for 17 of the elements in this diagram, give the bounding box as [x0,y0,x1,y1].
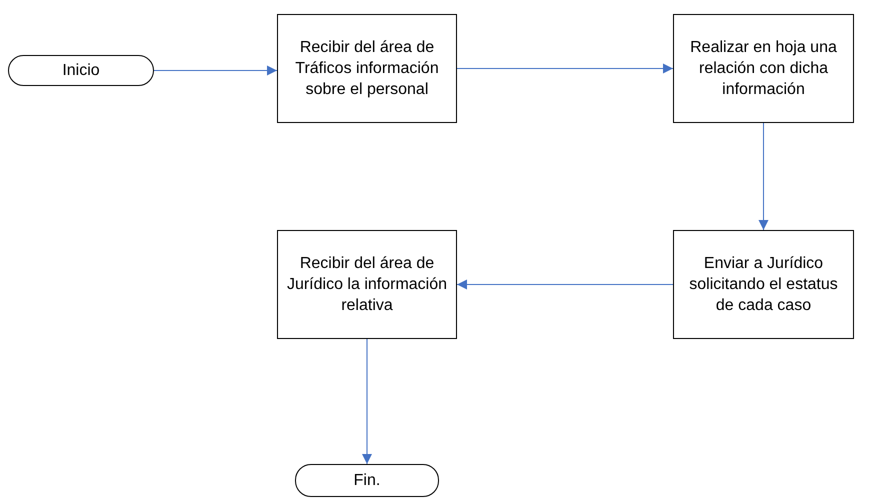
process-box [277,230,457,339]
arrow [758,122,768,230]
terminal-shape [8,55,154,86]
arrow [362,338,372,464]
step-label: Fin. [352,471,382,491]
arrow [154,66,278,76]
terminal-shape [295,464,439,497]
process-box [277,14,457,123]
step-label: Recibir del área de Tráficos información sobre el personal [294,38,440,100]
step-label: Inicio [61,61,101,81]
arrow [456,64,674,74]
arrow [456,280,674,290]
process-box [673,14,854,123]
process-box [673,230,854,339]
step-label: Enviar a Jurídico solicitando el estatus de cada caso [688,254,839,316]
step-label: Realizar en hoja una relación con dicha información [689,38,838,100]
step-label: Recibir del área de Jurídico la información relativa [286,254,448,316]
